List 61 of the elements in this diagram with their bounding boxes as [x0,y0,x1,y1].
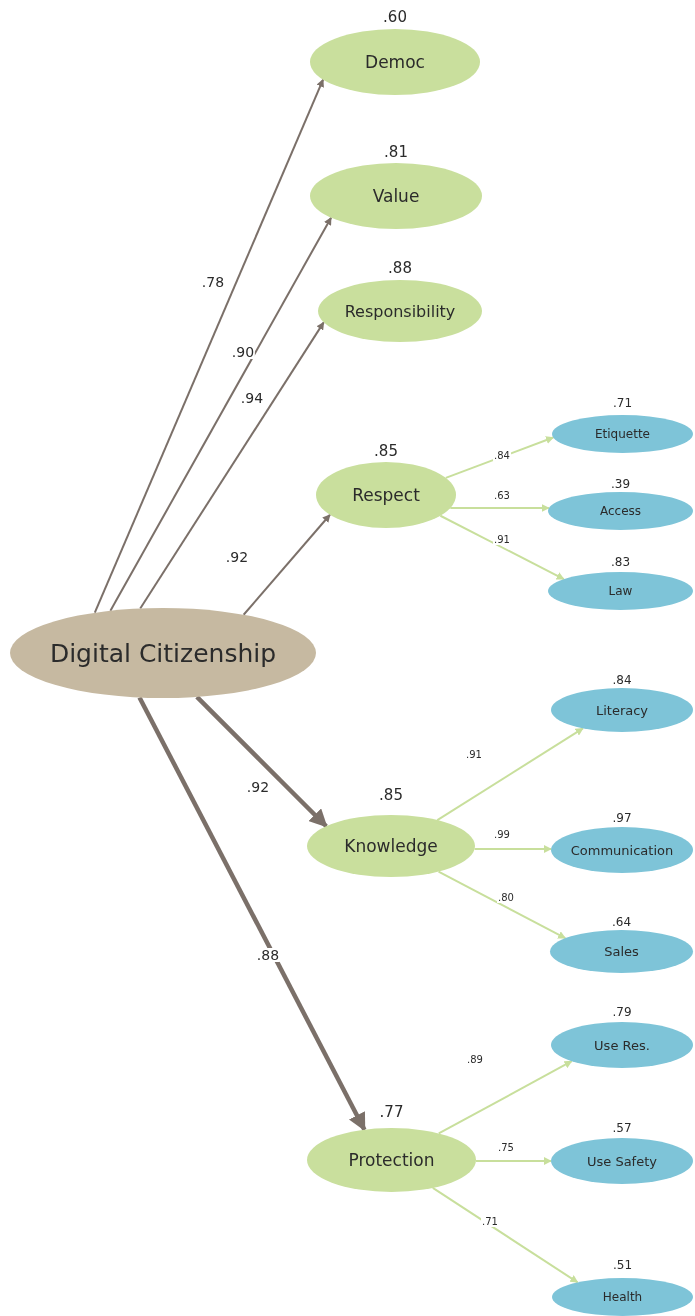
edge-label: .99 [493,830,511,840]
edge-label: .92 [245,780,271,794]
arrow [109,216,333,612]
arrow [139,321,325,610]
edge-label: .89 [466,1055,484,1065]
arrow [93,78,325,614]
edge-label: .91 [493,535,511,545]
node-label: Digital Citizenship [49,638,277,668]
edge-label: .75 [497,1143,515,1153]
edge-label: .90 [230,345,256,359]
variance-value: .51 [612,1259,633,1271]
node-label: Etiquette [595,427,650,441]
arrow [436,727,584,822]
variance-value: .97 [612,812,632,824]
variance-value: .39 [610,478,631,490]
node-label: Use Res. [594,1037,650,1053]
arrow [444,436,555,479]
variance-value: .57 [612,1122,632,1134]
arrow [474,1157,552,1165]
variance-value: .71 [612,397,633,409]
edge-label: .88 [255,948,281,962]
node-label: Protection [348,1150,435,1170]
node-label: Respect [352,485,420,505]
edge-label: .71 [481,1217,499,1227]
edge-label: .80 [497,893,515,903]
variance-value: .85 [374,444,398,459]
node-label: Literacy [595,702,649,718]
edge-label: .92 [224,550,250,564]
variance-value: .83 [610,556,631,568]
arrow [437,1060,573,1135]
arrow [473,845,553,853]
node-label: Communication [570,842,674,858]
ellipse-node [318,280,482,342]
node-label: Health [602,1290,643,1304]
variance-value: .88 [388,261,412,276]
node-label: Value [372,186,420,206]
variance-value: .77 [379,1105,404,1120]
arrow [439,514,565,581]
variance-value: .79 [612,1006,632,1018]
arrow [195,695,328,828]
edge-label: .84 [493,451,511,461]
edge-label: .63 [493,491,511,501]
node-label: Access [599,504,642,518]
arrow [449,504,550,512]
variance-value: .85 [379,788,403,803]
arrow [431,1186,579,1284]
variance-value: .64 [611,916,632,928]
node-label: Sales [604,944,639,959]
edge-label: .78 [200,275,226,289]
node-label: Knowledge [344,836,438,856]
variance-value: .81 [384,145,408,160]
arrow [437,870,567,940]
arrow [242,513,331,616]
node-label: Democ [365,52,425,72]
variance-value: .84 [612,674,632,686]
edge-label: .94 [239,391,265,405]
node-label: Law [608,584,633,598]
node-label: Responsibility [344,301,456,321]
edge-label: .91 [465,750,483,760]
variance-value: .60 [383,10,407,25]
node-label: Use Safety [587,1153,657,1169]
